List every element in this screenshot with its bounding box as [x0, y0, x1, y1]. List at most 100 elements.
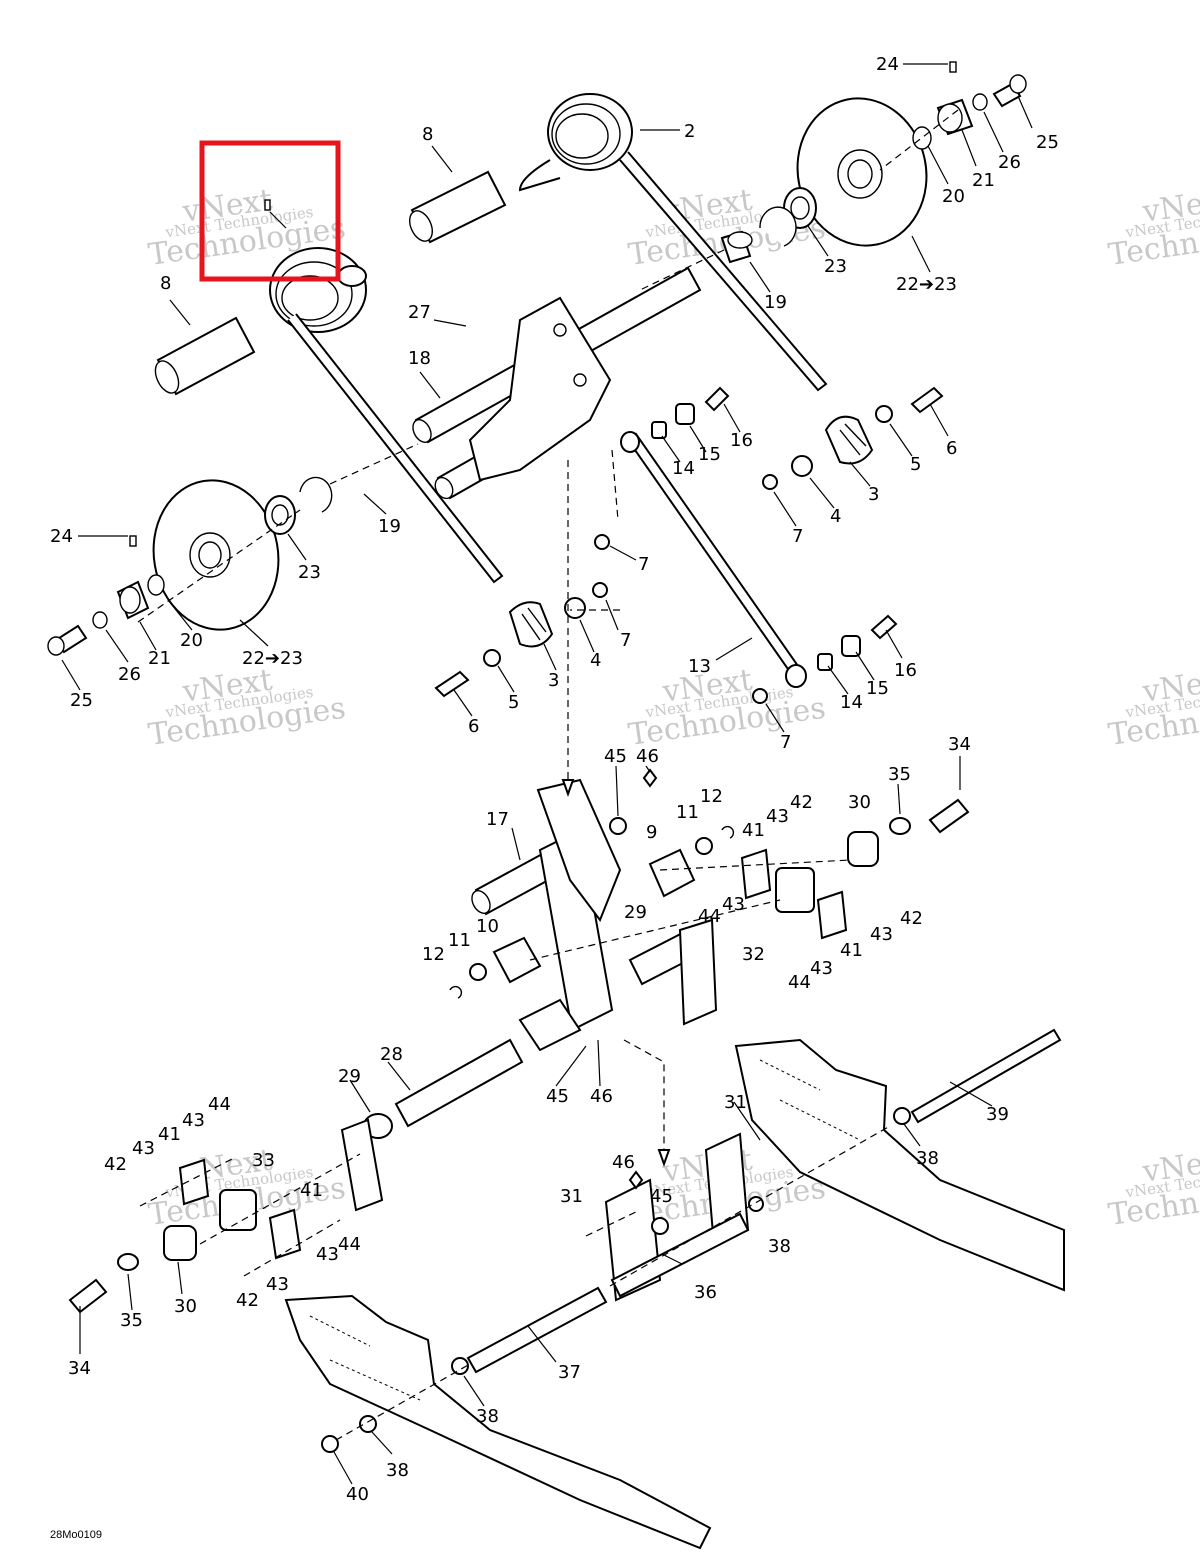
callout-27[interactable]: 27: [408, 302, 431, 323]
callout-19[interactable]: 19: [764, 292, 787, 313]
callout-45[interactable]: 45: [546, 1086, 569, 1107]
callout-13[interactable]: 13: [688, 656, 711, 677]
callout-22-23[interactable]: 22➔23: [242, 648, 303, 669]
callout-44[interactable]: 44: [338, 1234, 361, 1255]
callout-4[interactable]: 4: [590, 650, 601, 671]
callout-21[interactable]: 21: [972, 170, 995, 191]
callout-40[interactable]: 40: [346, 1484, 369, 1505]
callout-42[interactable]: 42: [104, 1154, 127, 1175]
callout-41[interactable]: 41: [840, 940, 863, 961]
callout-17[interactable]: 17: [486, 809, 509, 830]
callout-3[interactable]: 3: [868, 484, 879, 505]
callout-5[interactable]: 5: [508, 692, 519, 713]
callout-11[interactable]: 11: [676, 802, 699, 823]
callout-20[interactable]: 20: [180, 630, 203, 651]
callout-5[interactable]: 5: [910, 454, 921, 475]
callout-43[interactable]: 43: [766, 806, 789, 827]
callout-26[interactable]: 26: [118, 664, 141, 685]
callout-10[interactable]: 10: [476, 916, 499, 937]
callout-3[interactable]: 3: [548, 670, 559, 691]
callout-16[interactable]: 16: [894, 660, 917, 681]
callout-38[interactable]: 38: [916, 1148, 939, 1169]
callout-32[interactable]: 32: [742, 944, 765, 965]
callout-7[interactable]: 7: [620, 630, 631, 651]
callout-28[interactable]: 28: [380, 1044, 403, 1065]
callout-38[interactable]: 38: [386, 1460, 409, 1481]
watermark: vNext vNext Technologies Technologies: [1106, 1143, 1200, 1233]
callout-7[interactable]: 7: [638, 554, 649, 575]
callout-39[interactable]: 39: [986, 1104, 1009, 1125]
highlight-box[interactable]: [199, 140, 341, 282]
callout-42[interactable]: 42: [900, 908, 923, 929]
callout-43[interactable]: 43: [182, 1110, 205, 1131]
callout-43[interactable]: 43: [810, 958, 833, 979]
callout-44[interactable]: 44: [698, 906, 721, 927]
callout-26[interactable]: 26: [998, 152, 1021, 173]
callout-12[interactable]: 12: [422, 944, 445, 965]
callout-45[interactable]: 45: [604, 746, 627, 767]
callout-43[interactable]: 43: [870, 924, 893, 945]
callout-42[interactable]: 42: [790, 792, 813, 813]
callout-6[interactable]: 6: [946, 438, 957, 459]
callout-20[interactable]: 20: [942, 186, 965, 207]
callout-36[interactable]: 36: [694, 1282, 717, 1303]
callout-25[interactable]: 25: [1036, 132, 1059, 153]
callout-16[interactable]: 16: [730, 430, 753, 451]
callout-19[interactable]: 19: [378, 516, 401, 537]
callout-24[interactable]: 24: [876, 54, 899, 75]
callout-44[interactable]: 44: [208, 1094, 231, 1115]
callout-43[interactable]: 43: [132, 1138, 155, 1159]
callout-33[interactable]: 33: [252, 1150, 275, 1171]
callout-42[interactable]: 42: [236, 1290, 259, 1311]
callout-14[interactable]: 14: [672, 458, 695, 479]
callout-41[interactable]: 41: [300, 1180, 323, 1201]
callout-43[interactable]: 43: [266, 1274, 289, 1295]
callout-14[interactable]: 14: [840, 692, 863, 713]
callout-46[interactable]: 46: [612, 1152, 635, 1173]
callout-30[interactable]: 30: [848, 792, 871, 813]
callout-18[interactable]: 18: [408, 348, 431, 369]
callout-31[interactable]: 31: [724, 1092, 747, 1113]
callout-9[interactable]: 9: [646, 822, 657, 843]
callout-41[interactable]: 41: [742, 820, 765, 841]
callout-29[interactable]: 29: [624, 902, 647, 923]
bolt-6-left: [434, 670, 470, 698]
callout-8[interactable]: 8: [160, 273, 171, 294]
callout-12[interactable]: 12: [700, 786, 723, 807]
callout-15[interactable]: 15: [698, 444, 721, 465]
callout-22-23[interactable]: 22➔23: [896, 274, 957, 295]
callout-34[interactable]: 34: [68, 1358, 91, 1379]
callout-46[interactable]: 46: [636, 746, 659, 767]
callout-35[interactable]: 35: [888, 764, 911, 785]
callout-38[interactable]: 38: [768, 1236, 791, 1257]
callout-8[interactable]: 8: [422, 124, 433, 145]
callout-25[interactable]: 25: [70, 690, 93, 711]
callout-30[interactable]: 30: [174, 1296, 197, 1317]
callout-43[interactable]: 43: [722, 894, 745, 915]
callout-7[interactable]: 7: [792, 526, 803, 547]
callout-7[interactable]: 7: [780, 732, 791, 753]
callout-29[interactable]: 29: [338, 1066, 361, 1087]
bushing-4-right: [791, 455, 813, 477]
callout-23[interactable]: 23: [824, 256, 847, 277]
callout-46[interactable]: 46: [590, 1086, 613, 1107]
callout-11[interactable]: 11: [448, 930, 471, 951]
callout-44[interactable]: 44: [788, 972, 811, 993]
callout-15[interactable]: 15: [866, 678, 889, 699]
callout-45[interactable]: 45: [650, 1186, 673, 1207]
callout-6[interactable]: 6: [468, 716, 479, 737]
callout-21[interactable]: 21: [148, 648, 171, 669]
callout-41[interactable]: 41: [158, 1124, 181, 1145]
callout-37[interactable]: 37: [558, 1362, 581, 1383]
callout-31[interactable]: 31: [560, 1186, 583, 1207]
callout-24[interactable]: 24: [50, 526, 73, 547]
callout-35[interactable]: 35: [120, 1310, 143, 1331]
callout-38[interactable]: 38: [476, 1406, 499, 1427]
nut-7-c: [594, 534, 610, 550]
callout-2[interactable]: 2: [684, 121, 695, 142]
callout-23[interactable]: 23: [298, 562, 321, 583]
callout-43[interactable]: 43: [316, 1244, 339, 1265]
callout-34[interactable]: 34: [948, 734, 971, 755]
callout-4[interactable]: 4: [830, 506, 841, 527]
collar-21-right: [936, 98, 974, 136]
